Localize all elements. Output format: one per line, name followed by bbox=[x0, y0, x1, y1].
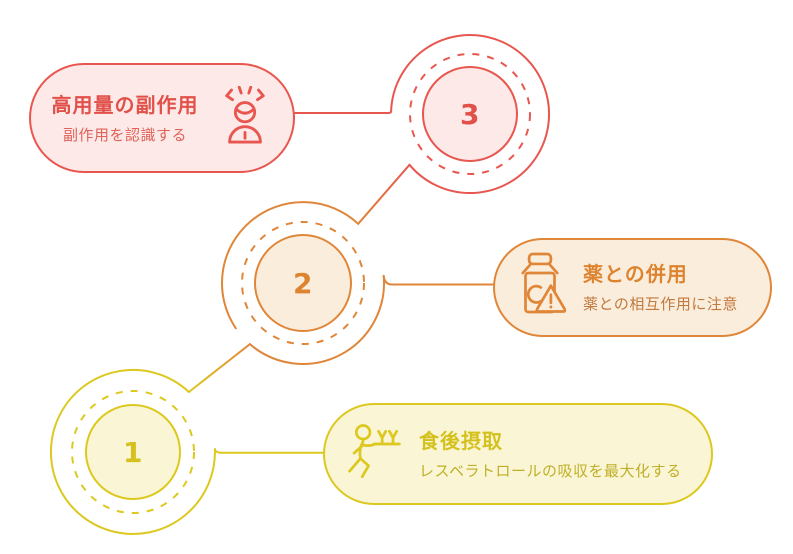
step-1-inner-circle bbox=[85, 404, 181, 500]
connector-node3-node2 bbox=[357, 163, 411, 225]
step-3-outer-ring bbox=[390, 34, 550, 194]
step-1-node bbox=[49, 368, 216, 535]
connector-node2-node1 bbox=[187, 343, 251, 393]
step-1-title: 食後摂取 bbox=[419, 428, 503, 453]
step-3-card: 高用量の副作用 副作用を認識する bbox=[29, 63, 295, 173]
step-2-subtitle: 薬との相互作用に注意 bbox=[583, 295, 738, 313]
walking-waiter-icon bbox=[348, 424, 401, 479]
connector-node2-card2 bbox=[382, 274, 494, 286]
step-3-number: 3 bbox=[460, 98, 480, 131]
step-1-subtitle: レスベラトロールの吸収を最大化する bbox=[419, 461, 682, 480]
step-3-inner-circle bbox=[422, 66, 518, 162]
step-1-number: 1 bbox=[123, 436, 143, 469]
step-2-dashed-ring bbox=[241, 221, 365, 345]
connector-node1-card1 bbox=[213, 448, 324, 454]
step-2-inner-circle bbox=[254, 234, 352, 332]
step-2-node bbox=[221, 201, 386, 365]
step-1-outer-ring bbox=[49, 368, 216, 535]
step-3-title: 高用量の副作用 bbox=[51, 92, 199, 117]
step-1-dashed-ring bbox=[71, 390, 195, 514]
step-2-title: 薬との併用 bbox=[583, 262, 688, 286]
medicine-bottle-warning-icon bbox=[521, 252, 567, 314]
step-3-node bbox=[390, 34, 550, 194]
step-1-card: 食後摂取 レスベラトロールの吸収を最大化する bbox=[323, 403, 713, 505]
step-2-outer-ring bbox=[221, 201, 386, 365]
step-2-number: 2 bbox=[293, 267, 313, 300]
connector-card3-node3 bbox=[294, 110, 393, 114]
step-3-dashed-ring bbox=[409, 53, 531, 175]
stressed-person-icon bbox=[225, 86, 265, 144]
step-2-card: 薬との併用 薬との相互作用に注意 bbox=[493, 238, 772, 337]
step-3-subtitle: 副作用を認識する bbox=[62, 125, 187, 144]
